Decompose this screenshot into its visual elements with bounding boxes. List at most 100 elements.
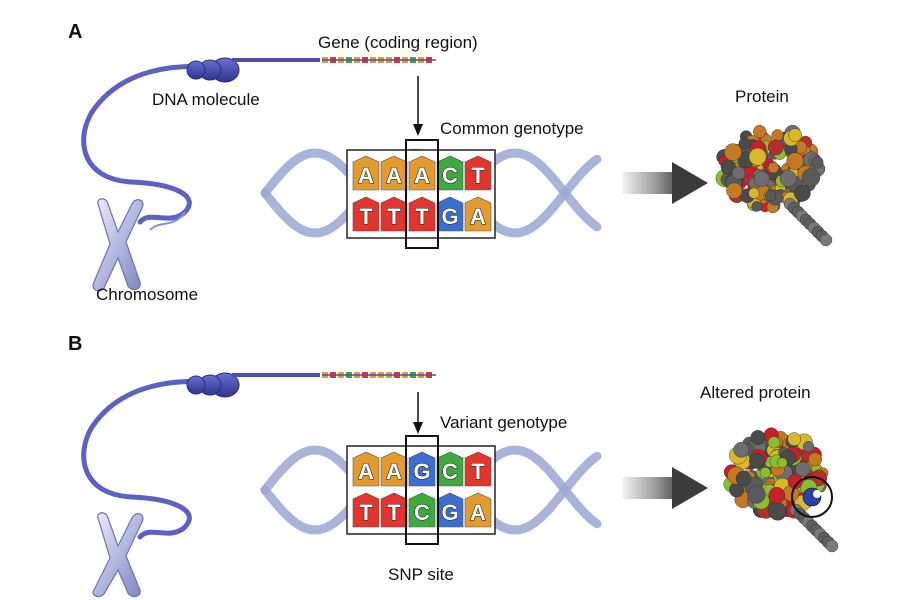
altered-protein-structure-icon [723,427,839,553]
protein-atom [764,190,776,202]
base-letter: A [386,163,402,188]
protein-atom [750,430,766,446]
base-block [464,155,492,191]
base-letter: A [386,459,402,484]
base-letter: T [387,204,401,229]
base-block [464,492,492,528]
protein-atom [748,147,767,166]
protein-atom [793,184,811,202]
protein-atom [808,452,822,467]
protein-atom [735,470,752,487]
protein-atom [749,452,765,469]
protein-atom [777,457,788,468]
protein-atom [788,128,803,142]
protein-atom [759,467,771,479]
pointer-arrowhead-b [413,422,423,434]
protein-atom [733,441,750,458]
panel-a-letter: A [68,21,82,43]
chromosome-icon-b [92,512,144,598]
chromosome-label: Chromosome [96,285,198,304]
protein-atom [767,162,780,174]
gradient-arrow-icon [622,162,708,204]
protein-atom [779,170,797,187]
dna-coil-a [81,57,436,231]
base-letter: A [470,500,486,525]
panel-a: A Gene (coding region) DNA molecule Comm… [68,21,833,304]
protein-atom [751,201,763,212]
protein-atom [747,485,766,504]
protein-atom [801,168,821,187]
protein-atom [802,441,815,453]
protein-atom [787,473,803,489]
snp-column-highlight [405,435,439,545]
base-letter: A [358,163,374,188]
altered-protein-label: Altered protein [700,383,811,402]
base-letter: C [442,163,458,188]
common-genotype-label: Common genotype [440,119,584,138]
base-letter: A [470,204,486,229]
base-letter: T [415,204,429,229]
protein-atom [748,187,760,199]
base-block [352,155,380,191]
base-block [464,451,492,487]
gene-label: Gene (coding region) [318,33,478,52]
base-letter: A [358,459,374,484]
protein-atom [819,233,833,247]
base-letter: T [359,204,373,229]
protein-atom [771,129,784,142]
protein-atom [795,461,811,477]
protein-atom [753,125,767,139]
protein-atom [767,501,786,520]
base-block [352,451,380,487]
protein-atom [768,486,786,504]
protein-atom [787,432,802,446]
gradient-arrow-icon-b [622,467,708,509]
protein-structure-icon [715,124,833,247]
protein-atom [738,137,751,150]
base-letter: C [414,500,430,525]
base-block [352,492,380,528]
variant-genotype-label: Variant genotype [440,413,567,432]
base-letter: T [359,500,373,525]
base-letter: G [413,459,430,484]
gene-strand-a [322,57,436,63]
base-letter: A [414,163,430,188]
base-letter: G [441,500,458,525]
base-letter: T [387,500,401,525]
protein-atom [726,182,743,199]
protein-atom [753,170,770,187]
protein-atom [732,166,746,180]
base-block [464,196,492,232]
base-block [408,492,436,528]
snp-site-label: SNP site [388,565,454,584]
chromosome-icon [92,198,144,292]
base-letter: C [442,459,458,484]
variant-residue [813,490,821,498]
panel-b-letter: B [68,333,82,355]
protein-atom [720,159,736,175]
protein-atom [767,139,784,156]
variant-site-circle [791,476,833,518]
base-block [408,155,436,191]
base-letter: T [471,459,485,484]
protein-atom [810,155,824,169]
gene-strand-b [322,372,436,378]
protein-atom [767,436,780,449]
dna-molecule-label: DNA molecule [152,90,260,109]
pointer-arrowhead-a [413,124,423,136]
snp-column-highlight [405,139,439,249]
base-letter: T [471,163,485,188]
protein-atom [724,143,742,161]
dna-coil-b [81,372,436,540]
base-block [408,451,436,487]
base-block [352,196,380,232]
base-block [408,196,436,232]
protein-atom [786,152,804,170]
protein-atom [825,539,839,553]
protein-label: Protein [735,87,789,106]
base-letter: G [441,204,458,229]
